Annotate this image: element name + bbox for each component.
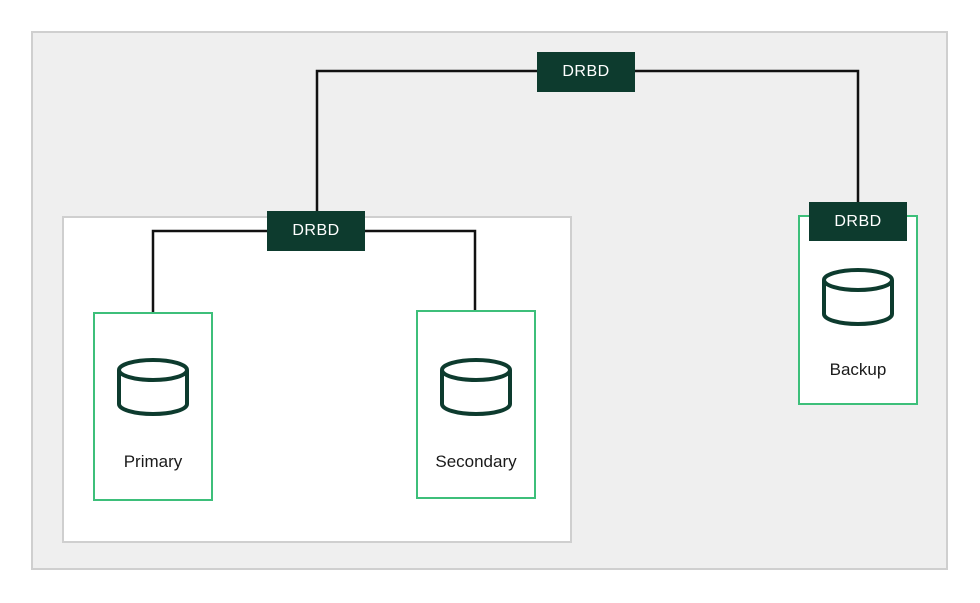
- secondary-label: Secondary: [435, 452, 517, 471]
- drbd-backup-tag[interactable]: DRBD: [809, 202, 907, 241]
- secondary-node[interactable]: Secondary: [416, 310, 536, 499]
- drbd-cluster-tag[interactable]: DRBD: [267, 211, 365, 251]
- database-icon: [822, 268, 894, 326]
- drbd-top-tag[interactable]: DRBD: [537, 52, 635, 92]
- database-icon: [440, 358, 512, 416]
- backup-label: Backup: [829, 360, 887, 379]
- primary-node[interactable]: Primary: [93, 312, 213, 501]
- top-link-line: [315, 69, 860, 216]
- backup-node[interactable]: Backup: [798, 215, 918, 405]
- database-icon: [117, 358, 189, 416]
- primary-label: Primary: [123, 452, 183, 471]
